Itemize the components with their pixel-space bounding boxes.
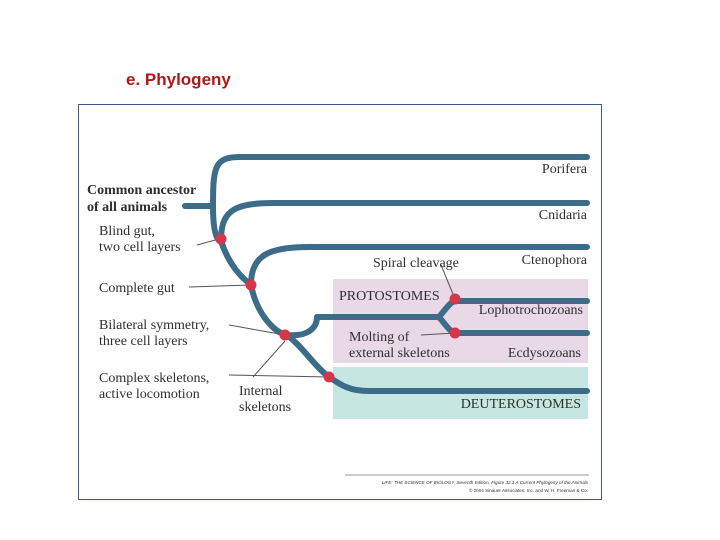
- label-bilateral-symmetry-2: three cell layers: [99, 334, 188, 349]
- branch-ctenophora: [248, 244, 590, 288]
- label-common-ancestor-2: of all animals: [87, 200, 168, 215]
- branch-triploblast: [218, 238, 254, 288]
- branch-protostome-stem: [284, 314, 320, 339]
- label-molting-2: external skeletons: [349, 346, 450, 361]
- label-internal-skeletons-2: skeletons: [239, 400, 291, 415]
- node-complete-gut: [245, 279, 257, 291]
- node-molting: [449, 327, 461, 339]
- label-complete-gut: Complete gut: [99, 281, 175, 296]
- taxon-porifera: Porifera: [542, 162, 588, 177]
- credit-line-2: © 2004 Sinauer Associates, Inc. and W. H…: [469, 487, 588, 493]
- leader-internal-skeletons: [252, 340, 286, 378]
- label-complex-skeletons-1: Complex skeletons,: [99, 371, 209, 386]
- phylogeny-figure: Common ancestor of all animals Blind gut…: [78, 104, 602, 500]
- branch-porifera: [210, 154, 590, 209]
- leader-complete-gut: [188, 284, 252, 288]
- node-spiral-cleavage: [449, 293, 461, 305]
- taxon-lophotrochozoans: Lophotrochozoans: [479, 303, 583, 318]
- leader-bilateral-symmetry: [228, 324, 286, 336]
- taxon-ecdysozoans: Ecdysozoans: [508, 346, 581, 361]
- label-spiral-cleavage: Spiral cleavage: [373, 256, 459, 271]
- taxon-deuterostomes: DEUTEROSTOMES: [461, 397, 581, 412]
- label-common-ancestor-1: Common ancestor: [87, 183, 196, 198]
- label-internal-skeletons-1: Internal: [239, 384, 283, 399]
- label-blind-gut-1: Blind gut,: [99, 224, 155, 239]
- node-bilateral-symmetry: [279, 329, 291, 341]
- leader-complex-skeletons: [228, 374, 330, 378]
- taxon-cnidaria: Cnidaria: [539, 208, 588, 223]
- label-complex-skeletons-2: active locomotion: [99, 387, 200, 402]
- phylogeny-tree: Common ancestor of all animals Blind gut…: [87, 154, 590, 493]
- label-blind-gut-2: two cell layers: [99, 240, 181, 255]
- leader-blind-gut: [196, 238, 220, 246]
- slide-title: e. Phylogeny: [126, 70, 231, 89]
- label-molting-1: Molting of: [349, 330, 410, 345]
- node-complex-skeletons: [323, 371, 335, 383]
- branch-bilateria: [248, 282, 290, 338]
- protostome-clade-box: [333, 279, 588, 363]
- label-protostomes: PROTOSTOMES: [339, 289, 440, 304]
- branch-cnidaria: [218, 200, 590, 244]
- credit-line-1: LIFE: THE SCIENCE OF BIOLOGY, Seventh Ed…: [382, 480, 589, 485]
- leader-molting: [420, 332, 456, 336]
- label-bilateral-symmetry-1: Bilateral symmetry,: [99, 318, 209, 333]
- node-blind-gut: [215, 233, 227, 245]
- leader-spiral-cleavage: [440, 264, 456, 300]
- taxon-ctenophora: Ctenophora: [522, 253, 588, 268]
